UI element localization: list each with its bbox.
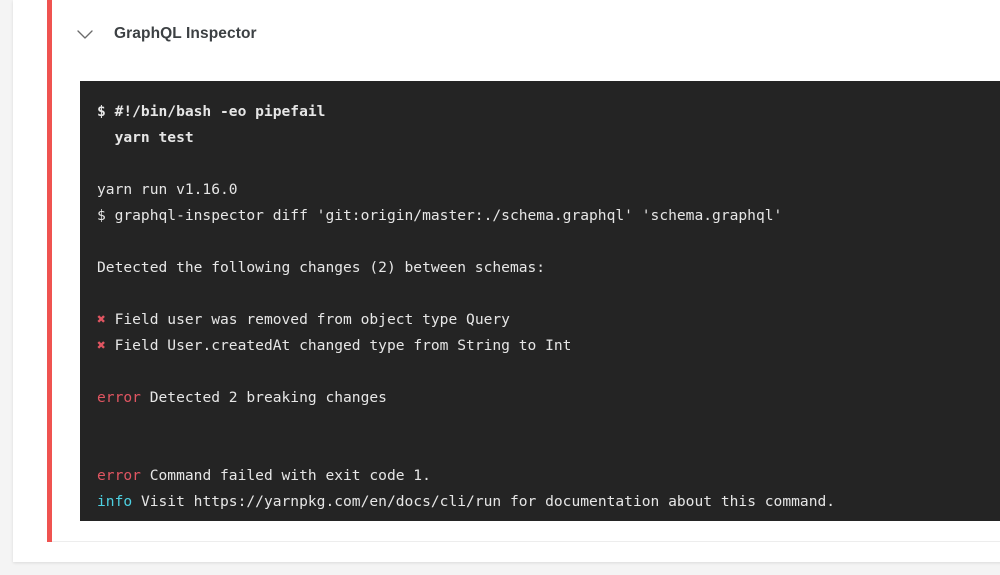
console-line-cmd-yarn-test: yarn test xyxy=(97,125,1000,151)
console-line-error-breaking: error Detected 2 breaking changes xyxy=(97,385,1000,411)
console-line-blank-1 xyxy=(97,151,1000,177)
job-card: GraphQL Inspector $ #!/bin/bash -eo pipe… xyxy=(13,0,1000,562)
job-divider xyxy=(52,541,1000,542)
job-status-accent-bar xyxy=(47,0,52,542)
console-token-error: error xyxy=(97,389,141,406)
console-line-inspector-diff: $ graphql-inspector diff 'git:origin/mas… xyxy=(97,203,1000,229)
console-line-change-2: ✖ Field User.createdAt changed type from… xyxy=(97,333,1000,359)
console-line-detected-changes: Detected the following changes (2) betwe… xyxy=(97,255,1000,281)
console-line-info-visit: info Visit https://yarnpkg.com/en/docs/c… xyxy=(97,489,1000,515)
console-line-yarn-version: yarn run v1.16.0 xyxy=(97,177,1000,203)
console-token-plain: $ graphql-inspector diff 'git:origin/mas… xyxy=(97,207,783,224)
console-line-blank-5 xyxy=(97,411,1000,437)
console-line-blank-2 xyxy=(97,229,1000,255)
console-line-blank-6 xyxy=(97,437,1000,463)
console-line-exited-code: Exited with code 1 xyxy=(97,515,1000,521)
console-line-error-exit: error Command failed with exit code 1. xyxy=(97,463,1000,489)
console-token-plain: $ #!/bin/bash -eo pipefail xyxy=(97,103,326,120)
job-title: GraphQL Inspector xyxy=(114,25,257,42)
console-token-plain: Detected 2 breaking changes xyxy=(140,389,387,406)
console-token-plain: yarn test xyxy=(97,129,194,146)
console-line-blank-3 xyxy=(97,281,1000,307)
console-line-change-1: ✖ Field user was removed from object typ… xyxy=(97,307,1000,333)
console-line-cmd-shebang: $ #!/bin/bash -eo pipefail xyxy=(97,99,1000,125)
console-token-plain: Detected the following changes (2) betwe… xyxy=(97,259,546,276)
job-header[interactable]: GraphQL Inspector xyxy=(52,0,1000,68)
console-output[interactable]: $ #!/bin/bash -eo pipefail yarn test yarn… xyxy=(80,81,1000,521)
console-token-plain: Field user was removed from object type … xyxy=(105,311,510,328)
console-token-plain: Exited with code 1 xyxy=(97,519,255,521)
console-token-plain: Command failed with exit code 1. xyxy=(140,467,431,484)
console-line-blank-4 xyxy=(97,359,1000,385)
console-token-info: info xyxy=(97,493,133,510)
console-log-lines: $ #!/bin/bash -eo pipefail yarn test yarn… xyxy=(80,99,1000,521)
console-token-error: error xyxy=(97,467,141,484)
console-token-mark: ✖ xyxy=(97,337,106,354)
chevron-down-icon[interactable] xyxy=(72,21,98,47)
console-token-mark: ✖ xyxy=(97,311,106,328)
console-token-plain: Visit https://yarnpkg.com/en/docs/cli/ru… xyxy=(132,493,836,510)
console-token-plain: Field User.createdAt changed type from S… xyxy=(105,337,572,354)
console-token-plain: yarn run v1.16.0 xyxy=(97,181,238,198)
